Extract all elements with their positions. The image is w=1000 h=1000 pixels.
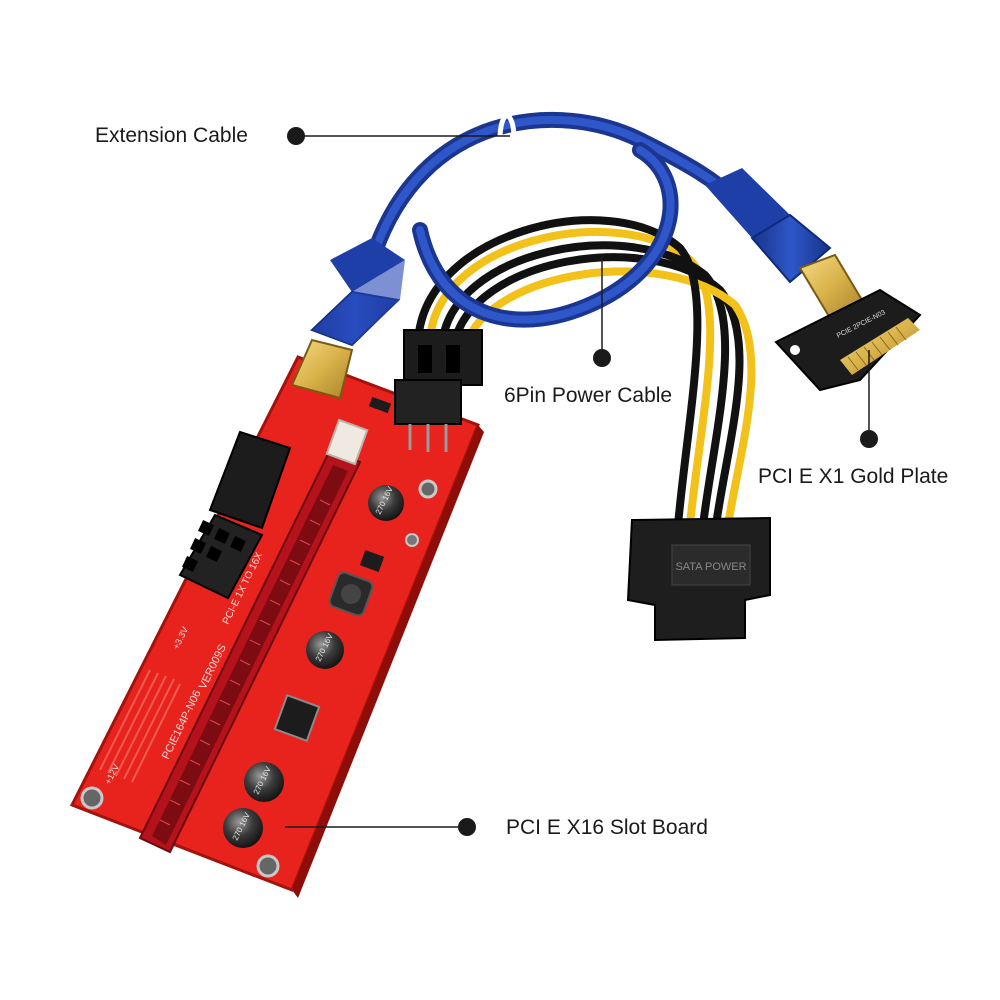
power-cable-label: 6Pin Power Cable: [504, 384, 673, 407]
mount-hole: [418, 479, 438, 499]
white-connector: [325, 418, 369, 466]
callout-gold-plate: [860, 350, 878, 448]
usb-connector-right: [705, 168, 864, 320]
mount-hole: [80, 786, 104, 810]
sata-power-connector: SATA POWER: [626, 516, 771, 642]
capacitor: 270 16V: [368, 485, 404, 521]
usb-port-gold: [290, 338, 354, 400]
pcie-x1-gold-plate: PCIE 2PCIE-N03: [774, 288, 922, 392]
capacitor: 270 16V: [244, 762, 284, 802]
pcb-traces: [99, 669, 181, 783]
extension-cable: [364, 111, 743, 328]
mount-hole: [256, 854, 280, 878]
ic-chip: [359, 550, 385, 572]
callout-dot: [458, 818, 476, 836]
board-6pin-connector: [178, 430, 292, 600]
extension-cable-label: Extension Cable: [95, 124, 248, 147]
capacitor: 270 16V: [306, 631, 344, 669]
capacitor: 270 16V: [223, 808, 263, 848]
cable-tie: [497, 113, 517, 163]
slot-pins: [159, 499, 331, 826]
usb-connector-left: [290, 238, 405, 400]
callout-extension-cable: [287, 127, 510, 145]
callout-dot: [860, 430, 878, 448]
callout-dot: [593, 349, 611, 367]
callout-slot-board: [285, 818, 476, 836]
sata-label: SATA POWER: [675, 561, 746, 573]
callout-power-cable: [593, 255, 611, 367]
power-wires: [414, 216, 756, 529]
pcie-x16-slot-board: VER009S PCIE164P-N06 PCI-E 1X TO 16X +12…: [69, 355, 484, 898]
ic-chip: [368, 396, 392, 414]
callout-dot: [287, 127, 305, 145]
gold-plate-label: PCI E X1 Gold Plate: [758, 465, 949, 488]
cable-6pin-connector: [394, 329, 483, 452]
regulator-chip: [273, 693, 321, 743]
mount-hole: [405, 533, 419, 547]
slot-board-label: PCI E X16 Slot Board: [506, 816, 708, 839]
